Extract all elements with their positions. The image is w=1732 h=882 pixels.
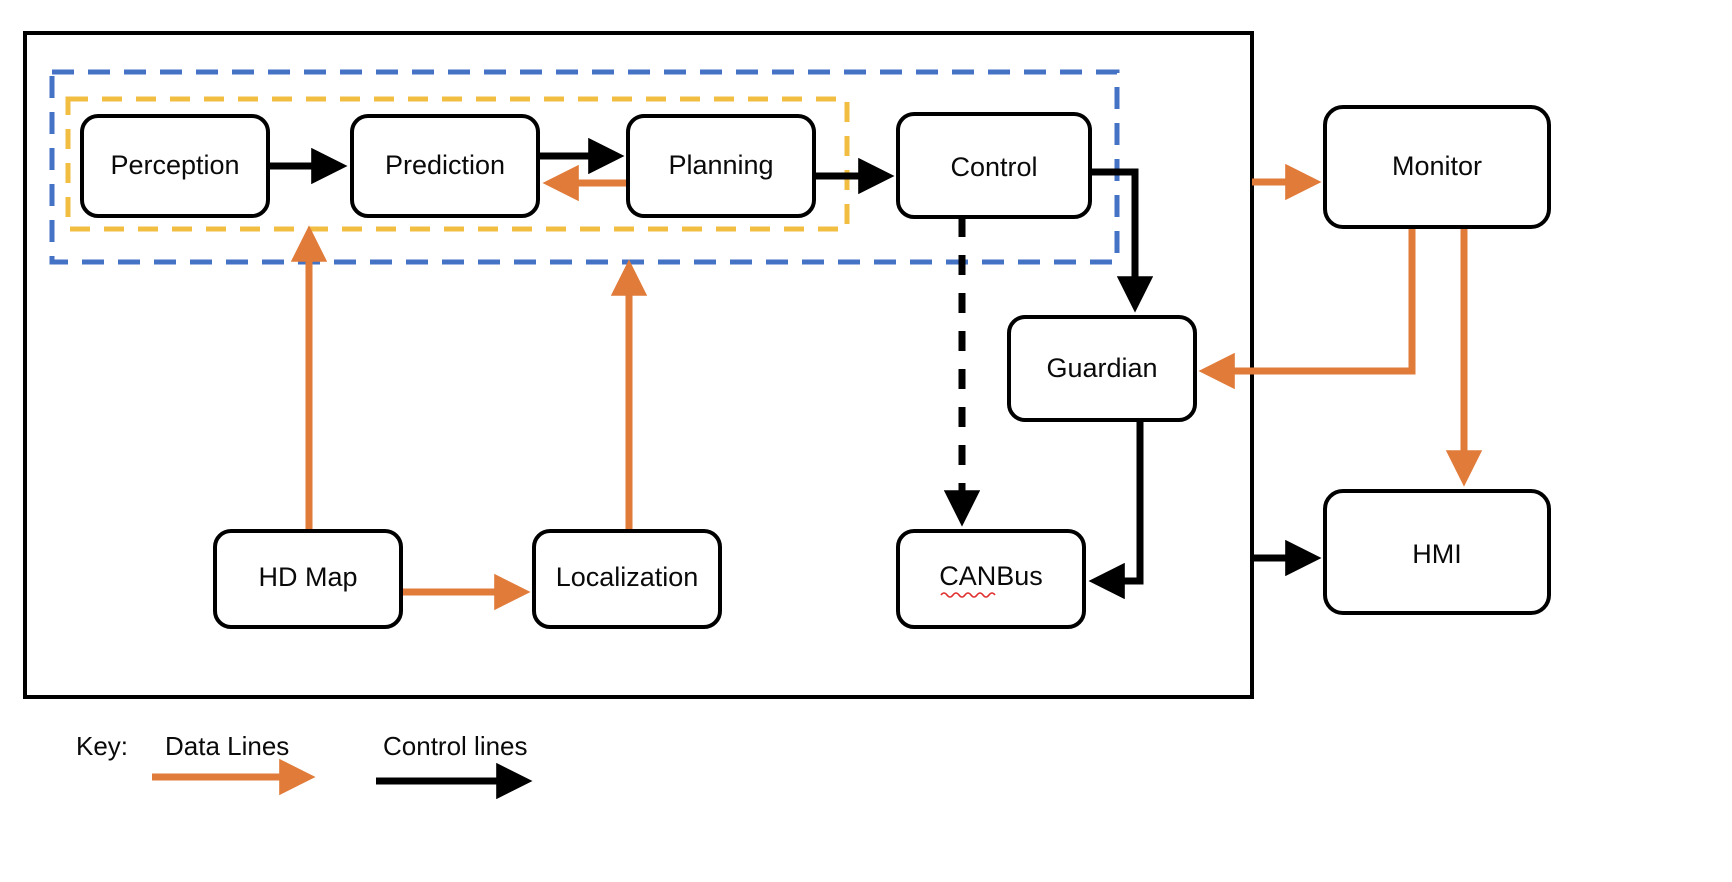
node-canbus[interactable]: CANBus — [896, 529, 1086, 629]
node-localization-label: Localization — [556, 562, 699, 592]
edge-guardian-to-canbus — [1088, 420, 1144, 600]
legend-control-lines-label: Control lines — [383, 731, 528, 761]
edge-monitor-to-guardian — [1198, 227, 1416, 390]
node-hmi-label: HMI — [1412, 539, 1462, 569]
node-monitor[interactable]: Monitor — [1323, 105, 1551, 229]
node-control-label: Control — [950, 152, 1037, 182]
edge-control-to-guardian — [1090, 168, 1154, 313]
node-perception-label: Perception — [110, 150, 239, 180]
node-guardian-label: Guardian — [1046, 353, 1157, 383]
group-box-yellow — [65, 96, 850, 232]
node-prediction-label: Prediction — [385, 150, 505, 180]
node-hmi[interactable]: HMI — [1323, 489, 1551, 615]
legend-item-control-lines: Control lines — [376, 731, 533, 800]
system-boundary-frame — [23, 31, 1254, 699]
node-hd-map[interactable]: HD Map — [213, 529, 403, 629]
node-guardian[interactable]: Guardian — [1007, 315, 1197, 422]
node-planning-label: Planning — [668, 150, 773, 180]
spellcheck-underline-icon — [940, 592, 996, 598]
legend-data-lines-label: Data Lines — [165, 731, 289, 761]
node-prediction[interactable]: Prediction — [350, 114, 540, 218]
group-box-blue — [49, 69, 1120, 265]
node-hd-map-label: HD Map — [258, 562, 357, 592]
legend-item-data-lines: Data Lines — [152, 731, 316, 796]
node-localization[interactable]: Localization — [532, 529, 722, 629]
node-perception[interactable]: Perception — [80, 114, 270, 218]
node-monitor-label: Monitor — [1392, 151, 1482, 181]
legend: Key: Data Lines Control lines — [76, 731, 533, 800]
node-control[interactable]: Control — [896, 112, 1092, 219]
node-planning[interactable]: Planning — [626, 114, 816, 218]
legend-key-label: Key: — [76, 731, 128, 761]
node-canbus-label: CANBus — [939, 561, 1043, 591]
